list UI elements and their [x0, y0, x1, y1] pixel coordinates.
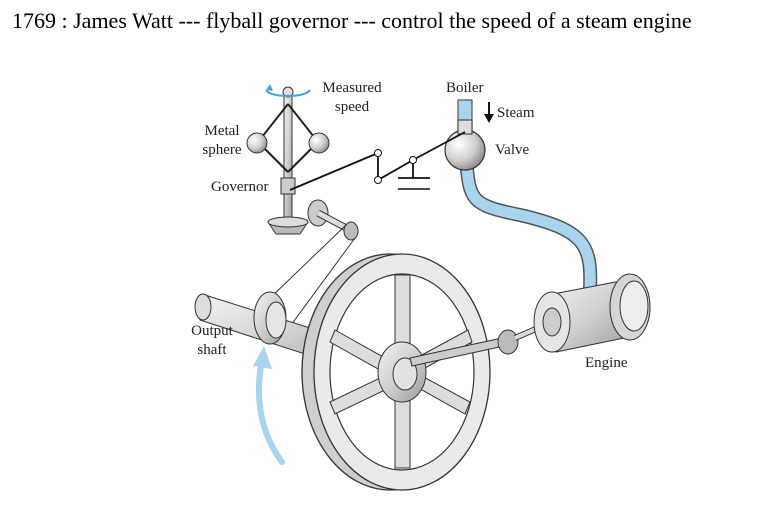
engine-label: Engine: [585, 355, 628, 371]
measured-speed-label-line2: speed: [334, 99, 370, 115]
governor-spindle: [283, 91, 293, 221]
steam-label: Steam: [497, 105, 535, 121]
valve-label: Valve: [495, 142, 530, 158]
output-shaft-label-line2: shaft: [197, 342, 227, 358]
output-shaft-label-line1: Output: [191, 323, 233, 339]
valve: [444, 129, 486, 171]
boiler-label: Boiler: [446, 80, 484, 96]
measured-speed-label-line1: Measured: [322, 80, 382, 96]
rotation-direction-arrow: [255, 357, 285, 465]
engine: [533, 273, 651, 353]
slide-title: 1769 : James Watt --- flyball governor -…: [12, 8, 692, 33]
governor-label: Governor: [211, 179, 269, 195]
metal-sphere-label-line1: Metal: [204, 123, 240, 139]
small-pulley: [343, 221, 359, 241]
rotation-arrow: [265, 89, 311, 97]
measured-speed-label: Measured speed: [312, 79, 392, 117]
output-shaft-label: Output shaft: [186, 322, 238, 360]
metal-sphere-label-line2: sphere: [202, 142, 242, 158]
metal-sphere-right: [308, 132, 330, 154]
linkage: [289, 131, 466, 191]
flywheel: [301, 253, 491, 491]
metal-sphere-left: [246, 132, 268, 154]
steam-arrow: [484, 102, 494, 123]
metal-sphere-label: Metal sphere: [196, 122, 248, 160]
steam-pipe: [459, 153, 598, 297]
